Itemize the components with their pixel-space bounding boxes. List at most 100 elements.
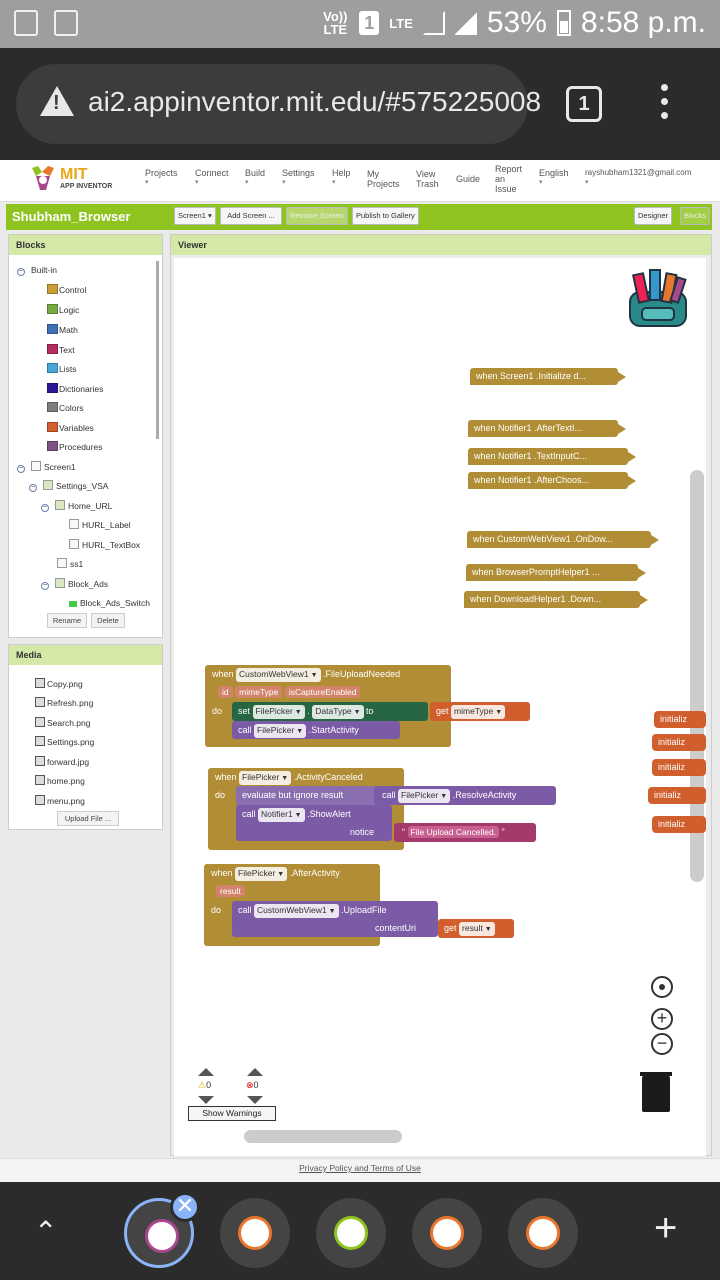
address-bar[interactable]: ai2.appinventor.mit.edu/#575225008 <box>16 64 541 144</box>
rename-button[interactable]: Rename <box>47 613 87 628</box>
media-item[interactable]: Copy.png <box>35 678 83 690</box>
screen-selector[interactable]: Screen1 ▾ <box>174 207 216 225</box>
collapse-icon[interactable]: − <box>41 582 49 590</box>
add-screen-button[interactable]: Add Screen ... <box>220 207 282 225</box>
media-item[interactable]: forward.jpg <box>35 756 89 768</box>
call-method-block[interactable]: call FilePicker .StartActivity <box>232 721 400 739</box>
param-mimetype[interactable]: mimeType <box>235 686 283 698</box>
delete-button[interactable]: Delete <box>91 613 125 628</box>
builtin-procedures[interactable]: Procedures <box>47 441 102 453</box>
component-dropdown[interactable]: Notifier1 <box>258 808 305 822</box>
call-method-block[interactable]: call FilePicker .ResolveActivity <box>374 786 556 805</box>
tree-screen1[interactable]: −Screen1 <box>17 461 76 473</box>
zoom-in-icon[interactable]: + <box>651 1008 673 1030</box>
recenter-icon[interactable] <box>651 976 673 998</box>
nav-view-trash[interactable]: View Trash <box>416 169 439 189</box>
expand-tabs-icon[interactable]: ⌃ <box>34 1216 58 1247</box>
nav-connect[interactable]: Connect▾ <box>195 168 229 188</box>
tab-thumbnail[interactable] <box>220 1198 290 1268</box>
close-tab-icon[interactable]: ✕ <box>170 1192 200 1222</box>
nav-report-issue[interactable]: Report an Issue <box>495 164 523 194</box>
text-string-value[interactable]: File Upload Cancelled. <box>407 826 500 838</box>
blocks-panel-scrollbar[interactable] <box>156 261 159 439</box>
collapsed-event-block[interactable]: when Notifier1 .AfterChoos... <box>468 472 636 489</box>
tab-thumbnail[interactable] <box>508 1198 578 1268</box>
blocks-button[interactable]: Blocks <box>680 207 711 225</box>
collapse-icon[interactable]: − <box>41 504 49 512</box>
collapse-icon[interactable]: − <box>17 465 25 473</box>
component-dropdown[interactable]: CustomWebView1 <box>236 668 321 682</box>
media-item[interactable]: Search.png <box>35 717 90 729</box>
warning-next-icon[interactable] <box>198 1096 216 1104</box>
initialize-global-block[interactable]: initializ <box>652 734 706 751</box>
collapsed-event-block[interactable]: when CustomWebView1 .OnDow... <box>467 531 659 548</box>
param-iscaptureenabled[interactable]: isCaptureEnabled <box>284 686 361 698</box>
media-item[interactable]: home.png <box>35 775 85 787</box>
error-next-icon[interactable] <box>247 1096 265 1104</box>
builtin-variables[interactable]: Variables <box>47 422 94 434</box>
nav-guide[interactable]: Guide <box>456 174 481 184</box>
collapsed-event-block[interactable]: when Notifier1 .TextInputC... <box>468 448 636 465</box>
get-variable-block[interactable]: get result <box>438 919 514 938</box>
tree-ss1[interactable]: ss1 <box>57 558 83 570</box>
nav-language[interactable]: English▾ <box>539 168 569 188</box>
text-string-block[interactable]: “ File Upload Cancelled. ” <box>394 823 536 842</box>
media-item[interactable]: Settings.png <box>35 736 94 748</box>
builtin-control[interactable]: Control <box>47 284 86 296</box>
builtin-colors[interactable]: Colors <box>47 402 84 414</box>
initialize-global-block[interactable]: initializ <box>648 787 706 804</box>
url-text[interactable]: ai2.appinventor.mit.edu/#575225008 <box>88 86 542 117</box>
component-dropdown[interactable]: CustomWebView1 <box>254 904 339 918</box>
collapse-icon[interactable]: − <box>17 268 25 276</box>
collapsed-event-block[interactable]: when Screen1 .Initialize d... <box>470 368 626 385</box>
component-dropdown[interactable]: FilePicker <box>252 705 305 719</box>
initialize-global-block[interactable]: initializ <box>652 816 706 833</box>
nav-my-projects[interactable]: My Projects <box>367 169 400 189</box>
builtin-lists[interactable]: Lists <box>47 363 76 375</box>
zoom-out-icon[interactable]: − <box>651 1033 673 1055</box>
upload-file-button[interactable]: Upload File ... <box>57 811 119 826</box>
component-dropdown[interactable]: FilePicker <box>239 771 292 785</box>
builtin-logic[interactable]: Logic <box>47 304 79 316</box>
nav-settings[interactable]: Settings▾ <box>282 168 315 188</box>
call-upload-file-block[interactable]: call CustomWebView1 .UploadFile <box>232 901 438 937</box>
collapse-icon[interactable]: − <box>29 484 37 492</box>
component-dropdown[interactable]: FilePicker <box>235 867 288 881</box>
property-dropdown[interactable]: DataType <box>312 705 364 719</box>
tab-thumbnail[interactable] <box>316 1198 386 1268</box>
variable-dropdown[interactable]: result <box>459 922 495 936</box>
component-dropdown[interactable]: FilePicker <box>254 724 307 738</box>
publish-gallery-button[interactable]: Publish to Gallery <box>352 207 419 225</box>
tree-block-ads-switch[interactable]: Block_Ads_Switch <box>69 597 150 609</box>
warning-prev-icon[interactable] <box>198 1068 216 1076</box>
tree-builtin[interactable]: −Built-in <box>17 264 57 276</box>
variable-dropdown[interactable]: mimeType <box>451 705 506 719</box>
set-property-block[interactable]: set FilePicker . DataType to <box>232 702 428 721</box>
media-item[interactable]: Refresh.png <box>35 697 93 709</box>
backpack-icon[interactable] <box>624 268 692 332</box>
browser-menu-icon[interactable] <box>656 84 672 124</box>
workspace-vertical-scrollbar[interactable] <box>690 470 704 882</box>
nav-build[interactable]: Build▾ <box>245 168 265 188</box>
trash-icon[interactable] <box>640 1072 672 1112</box>
initialize-global-block[interactable]: initializ <box>652 759 706 776</box>
tree-home-url[interactable]: −Home_URL <box>41 500 112 512</box>
tree-hurl-label[interactable]: HURL_Label <box>69 519 131 531</box>
collapsed-event-block[interactable]: when BrowserPromptHelper1 ... <box>466 564 646 581</box>
workspace-horizontal-scrollbar[interactable] <box>244 1130 402 1143</box>
initialize-global-block[interactable]: initializ <box>654 711 706 728</box>
tree-settings-vsa[interactable]: −Settings_VSA <box>29 480 108 492</box>
show-warnings-button[interactable]: Show Warnings <box>188 1106 276 1121</box>
builtin-text[interactable]: Text <box>47 344 75 356</box>
tree-block-ads[interactable]: −Block_Ads <box>41 578 108 590</box>
new-tab-icon[interactable]: + <box>654 1206 678 1250</box>
param-result[interactable]: result <box>216 885 245 897</box>
not-secure-icon[interactable] <box>40 86 74 116</box>
privacy-link[interactable]: Privacy Policy and Terms of Use <box>299 1163 421 1173</box>
designer-button[interactable]: Designer <box>634 207 673 225</box>
call-show-alert-block[interactable]: call Notifier1 .ShowAlert <box>236 805 392 841</box>
remove-screen-button[interactable]: Remove Screen <box>286 207 348 225</box>
media-item[interactable]: menu.png <box>35 795 85 807</box>
tree-hurl-textbox[interactable]: HURL_TextBox <box>69 539 140 551</box>
nav-projects[interactable]: Projects▾ <box>145 168 178 188</box>
